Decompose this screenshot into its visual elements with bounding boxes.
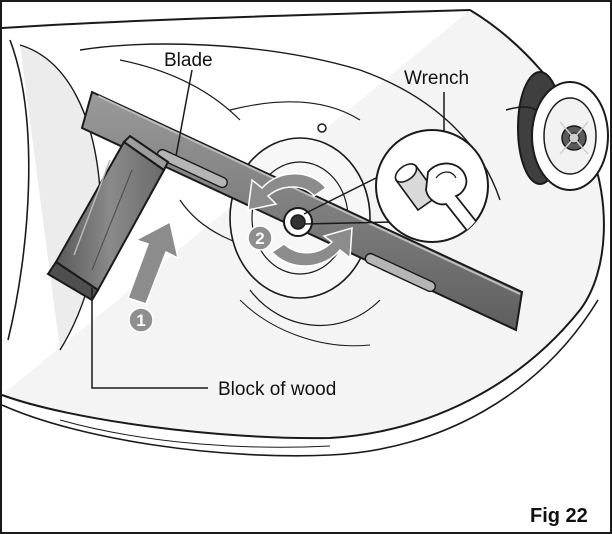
zoom-lead-lower <box>303 221 393 225</box>
leader-lines <box>91 69 445 389</box>
rotation-arrow-upper <box>247 173 328 211</box>
figure-number: Fig 22 <box>530 505 588 527</box>
wheel <box>505 71 609 191</box>
rotation-arrow-lower <box>270 226 353 267</box>
blade-bolt <box>283 207 313 237</box>
block-leader <box>91 288 208 389</box>
mount-screw <box>317 123 327 133</box>
wood-block <box>46 134 170 302</box>
zoom-lead-upper <box>303 175 381 215</box>
blade-slot-right <box>364 252 436 293</box>
blade-slot-left <box>156 148 228 189</box>
step-number-2: 2 <box>255 229 264 248</box>
block-label: Block of wood <box>218 379 336 400</box>
step-badge-1: 1 <box>128 307 154 333</box>
step-badge-2: 2 <box>247 225 273 251</box>
step-number-1: 1 <box>136 311 145 330</box>
blade-label: Blade <box>164 50 213 71</box>
wrench-label: Wrench <box>404 68 469 89</box>
blade-leader <box>175 69 193 157</box>
push-arrow <box>127 220 180 305</box>
